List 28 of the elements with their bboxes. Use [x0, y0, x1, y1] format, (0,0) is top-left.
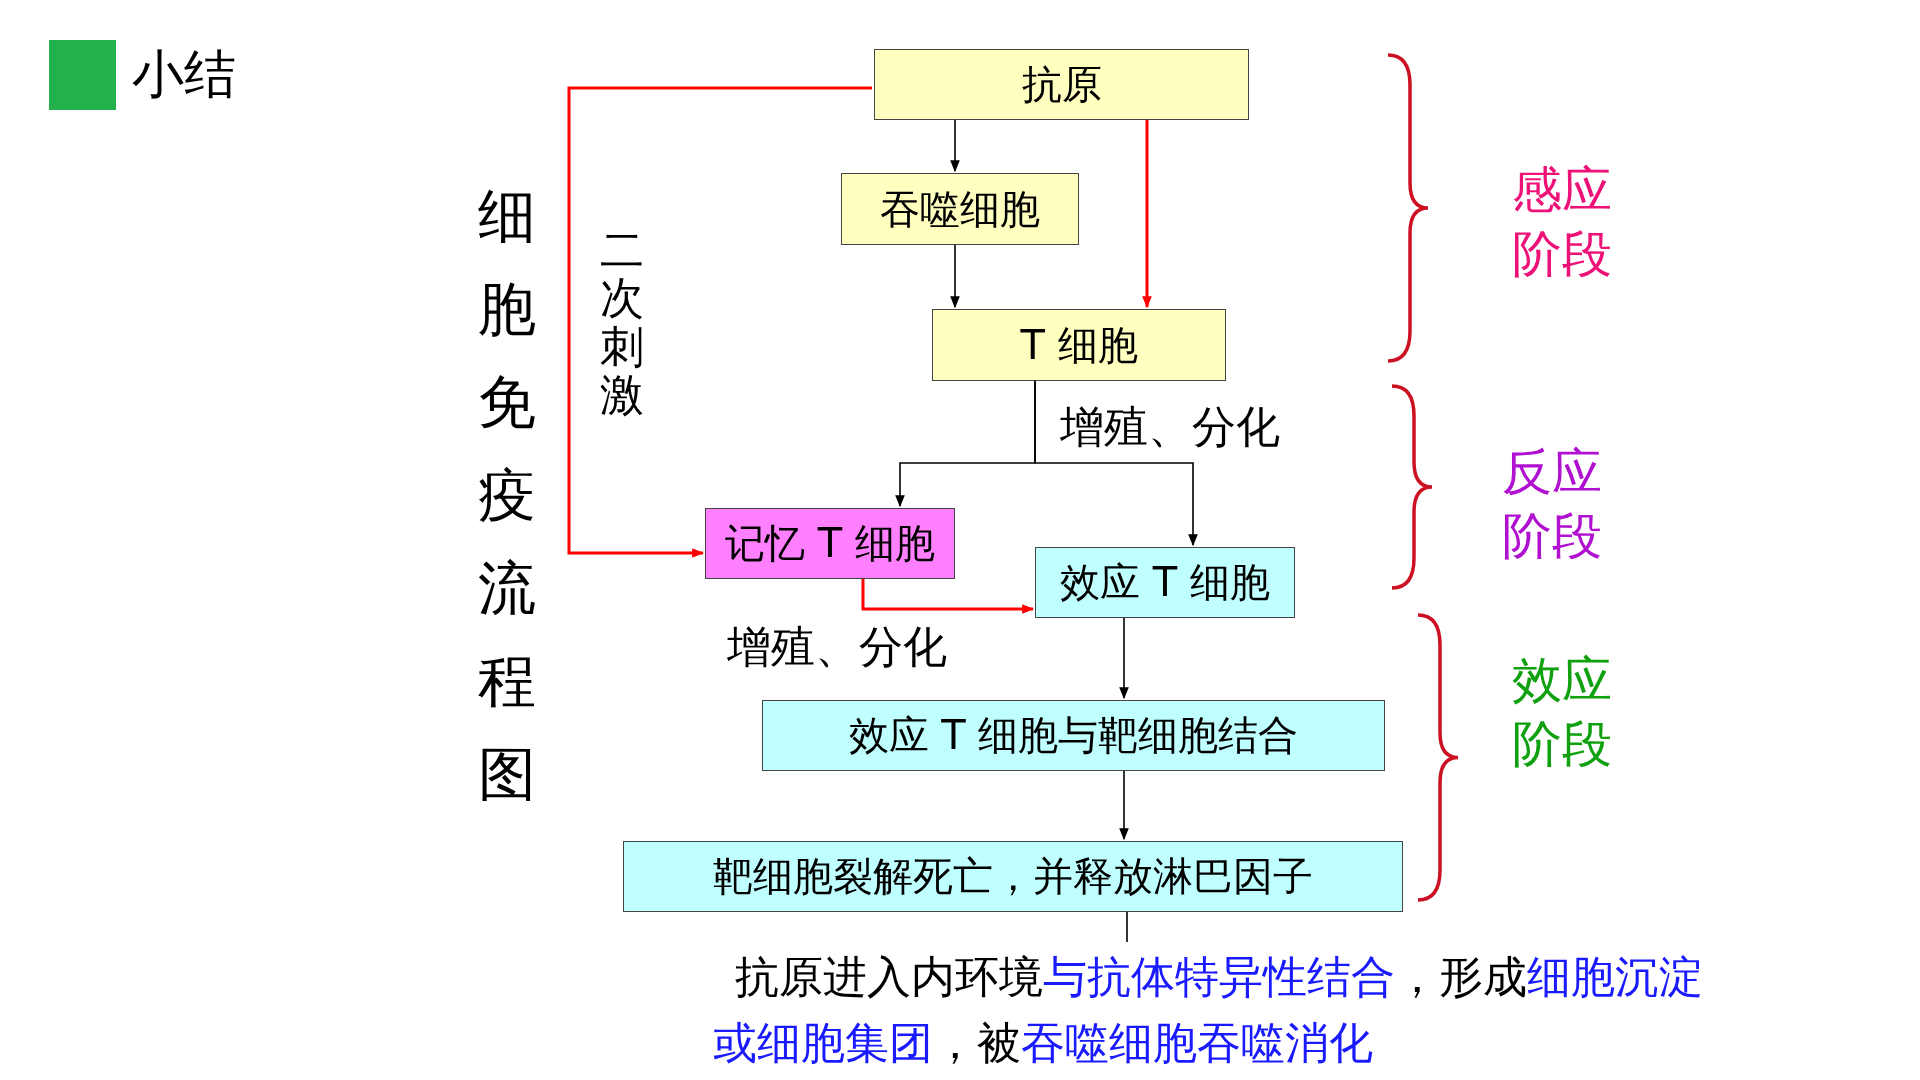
arrow	[1034, 380, 1198, 547]
process-box	[841, 173, 1079, 245]
arrow	[1119, 617, 1129, 700]
process-box	[762, 700, 1385, 771]
process-box	[874, 49, 1249, 120]
box-label: T 细胞	[1020, 320, 1138, 370]
box-label: 抗原	[1021, 60, 1102, 109]
process-box	[932, 309, 1226, 381]
phase-label: 反应阶段	[1502, 442, 1603, 567]
box-label: 记忆 T 细胞	[725, 519, 935, 568]
box-label: 吞噬细胞	[880, 184, 1040, 234]
process-box	[705, 508, 955, 579]
phase-label: 感应阶段	[1512, 160, 1613, 285]
process-box	[623, 841, 1403, 912]
arrow	[950, 119, 960, 173]
process-box	[1035, 547, 1295, 618]
highlight-arrow	[861, 579, 1035, 614]
vertical-heading: 细胞免疫流程图	[478, 181, 536, 810]
arrow	[1119, 770, 1129, 841]
box-label: 效应 T 细胞	[1060, 558, 1270, 607]
phase-label: 效应阶段	[1512, 650, 1613, 775]
note-text: 抗原进入内环境与抗体特异性结合，形成细胞沉淀或细胞集团，被吞噬细胞吞噬消化	[713, 944, 1723, 1076]
box-label: 靶细胞裂解死亡，并释放淋巴因子	[713, 852, 1313, 901]
highlight-arrow	[567, 86, 872, 558]
arrow	[950, 244, 960, 309]
highlight-arrow	[1142, 120, 1152, 309]
title: 小结	[132, 44, 236, 104]
box-label: 效应 T 细胞与靶细胞结合	[848, 711, 1299, 760]
